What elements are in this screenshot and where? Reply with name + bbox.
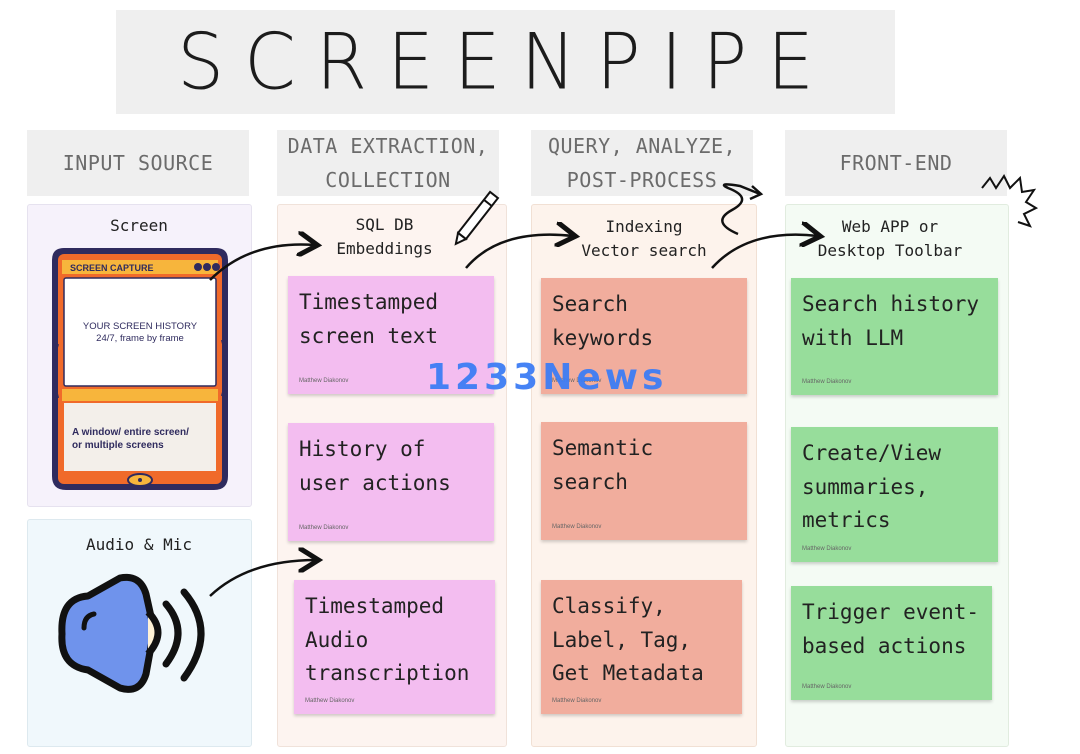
note-create-view-summaries: Create/View summaries, metrics Matthew D… — [791, 427, 998, 562]
note-classify-label-tag: Classify, Label, Tag, Get Metadata Matth… — [541, 580, 742, 714]
note-search-history-llm: Search history with LLM Matthew Diakonov — [791, 278, 998, 395]
arrow-icon — [209, 560, 316, 597]
watermark-text: 1233News — [426, 357, 668, 398]
device-bottom-text: A window/ entire screen/ or multiple scr… — [72, 427, 189, 451]
arrow-icon — [711, 235, 818, 269]
pencil-icon — [454, 190, 500, 246]
diagram-title: SCREENPIPE — [177, 16, 834, 108]
column-header-query: QUERY, ANALYZE, POST-PROCESS — [531, 130, 753, 196]
note-trigger-actions: Trigger event- based actions Matthew Dia… — [791, 586, 992, 700]
panel-subtitle-front-end: Web APP or Desktop Toolbar — [817, 217, 963, 260]
note-search-keywords: Search keywords Matthew Diakonov — [541, 278, 747, 394]
spark-icon — [981, 174, 1039, 228]
device-screen-line2: 24/7, frame by frame — [96, 333, 184, 344]
note-semantic-search: Semantic search Matthew Diakonov — [541, 422, 747, 540]
speaker-icon — [58, 570, 223, 700]
arrow-icon — [209, 244, 315, 281]
note-history-user-actions: History of user actions Matthew Diakonov — [288, 423, 494, 541]
device-label: SCREEN CAPTURE — [70, 263, 154, 273]
device-screen-line1: YOUR SCREEN HISTORY — [83, 321, 198, 332]
arrow-icon — [465, 235, 573, 269]
column-header-input-source: INPUT SOURCE — [27, 130, 249, 196]
panel-subtitle-sql: SQL DB Embeddings — [336, 215, 433, 258]
screen-capture-device: SCREEN CAPTURE YOUR SCREEN HISTORY 24/7,… — [52, 248, 228, 490]
squiggle-icon — [721, 183, 761, 236]
panel-subtitle-indexing: Indexing Vector search — [581, 217, 707, 260]
title-banner: SCREENPIPE — [116, 10, 895, 114]
note-timestamped-screen-text: Timestamped screen text Matthew Diakonov — [288, 276, 494, 394]
panel-title-audio: Audio & Mic — [86, 535, 192, 554]
column-header-data-extraction: DATA EXTRACTION, COLLECTION — [277, 130, 499, 196]
column-header-front-end: FRONT-END — [785, 130, 1007, 196]
panel-title-screen: Screen — [110, 216, 168, 235]
note-timestamped-audio: Timestamped Audio transcription Matthew … — [294, 580, 495, 714]
